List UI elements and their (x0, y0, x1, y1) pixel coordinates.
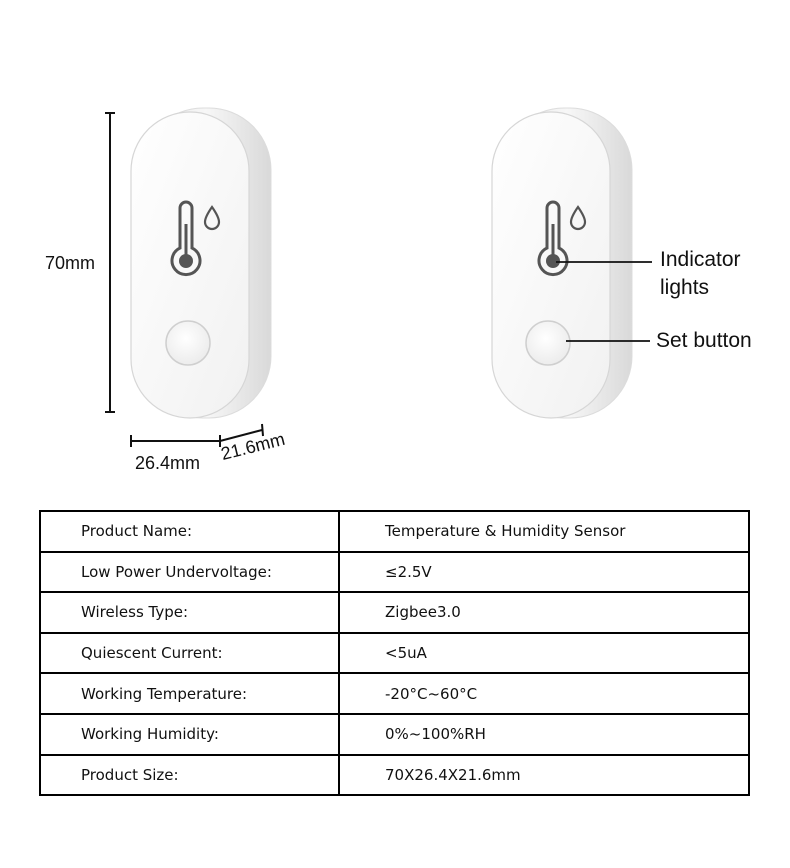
spec-label: Low Power Undervoltage: (39, 550, 340, 594)
spec-label: Working Humidity: (39, 712, 340, 756)
spec-label: Working Temperature: (39, 672, 340, 715)
table-row: Low Power Undervoltage: ≤2.5V (39, 550, 750, 594)
thermometer-icon (537, 200, 569, 277)
spec-table: Product Name: Temperature & Humidity Sen… (39, 510, 750, 797)
set-button-right (525, 320, 571, 366)
spec-value: <5uA (338, 631, 750, 675)
spec-value: -20°C~60°C (338, 672, 750, 715)
spec-label: Product Size: (39, 753, 340, 797)
spec-value: 70X26.4X21.6mm (338, 753, 750, 797)
spec-value: Temperature & Humidity Sensor (338, 510, 750, 553)
table-row: Working Humidity: 0%~100%RH (39, 712, 750, 756)
spec-label: Quiescent Current: (39, 631, 340, 675)
spec-value: ≤2.5V (338, 550, 750, 594)
set-button-left (165, 320, 211, 366)
thermometer-icon (170, 200, 202, 277)
width-label: 26.4mm (135, 453, 201, 473)
width-dimension-line (130, 435, 221, 447)
device-right (491, 107, 633, 419)
spec-value: Zigbee3.0 (338, 591, 750, 634)
device-left (130, 107, 272, 419)
height-dimension-line (105, 112, 115, 413)
table-row: Product Size: 70X26.4X21.6mm (39, 753, 750, 797)
depth-dimension-line (219, 423, 264, 442)
table-row: Quiescent Current: <5uA (39, 631, 750, 675)
table-row: Wireless Type: Zigbee3.0 (39, 591, 750, 634)
indicator-lights-label: Indicator lights (660, 246, 741, 302)
droplet-icon (203, 205, 221, 231)
spec-label: Product Name: (39, 510, 340, 553)
table-row: Working Temperature: -20°C~60°C (39, 672, 750, 715)
indicator-label-line1: Indicator (660, 248, 741, 271)
height-label: 70mm (45, 253, 96, 273)
droplet-icon (569, 205, 587, 231)
product-drawing (105, 107, 652, 447)
spec-label: Wireless Type: (39, 591, 340, 634)
spec-value: 0%~100%RH (338, 712, 750, 756)
table-row: Product Name: Temperature & Humidity Sen… (39, 510, 750, 553)
product-figure: 70mm 26.4mm 21.6mm Indicator lights Set … (45, 107, 752, 473)
indicator-label-line2: lights (660, 276, 710, 299)
set-button-label: Set button (656, 329, 752, 352)
